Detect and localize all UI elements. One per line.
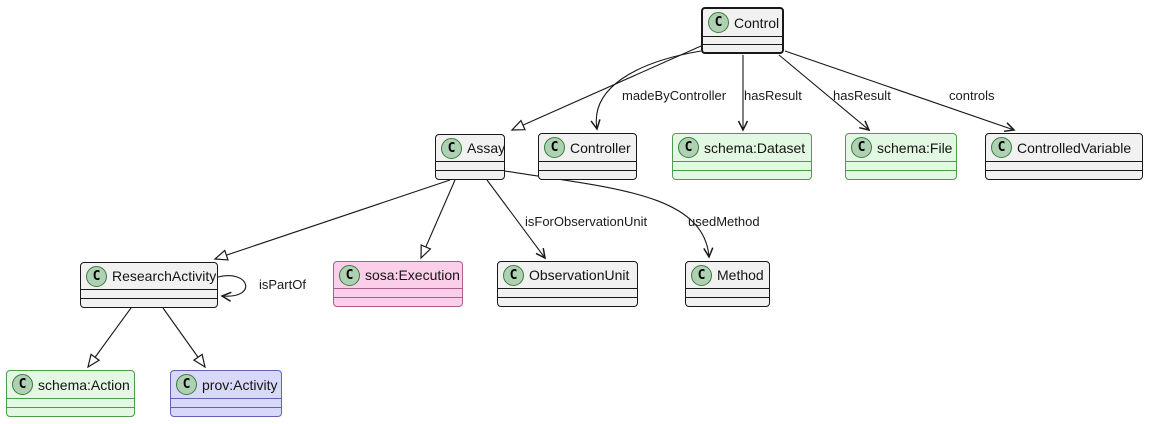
class-sosa-execution: C sosa:Execution [333,261,463,307]
edge-control-to-schema-file-hasresult [778,54,871,132]
class-schema-action: C schema:Action [6,370,135,417]
class-header: C ControlledVariable [986,134,1142,161]
edge-label-controls: controls [949,88,995,103]
methods-compartment [539,170,636,179]
methods-compartment [986,170,1142,179]
class-c-icon: C [441,137,462,159]
class-header: C sosa:Execution [334,262,462,288]
methods-compartment [703,44,782,52]
class-header: C prov:Activity [171,371,281,398]
class-observationunit: C ObservationUnit [497,261,638,307]
class-name: prov:Activity [202,376,278,393]
edge-label-usedmethod: usedMethod [688,214,760,229]
class-controller: C Controller [538,133,637,180]
attributes-compartment [498,288,637,297]
class-header: C Controller [539,134,636,161]
class-header: C Method [686,262,769,288]
edge-label-ispartof: isPartOf [259,277,306,292]
edge-researchactivity-to-prov-activity-generalization [162,307,206,369]
class-header: C schema:Dataset [673,134,811,161]
class-control: C Control [701,7,784,54]
class-researchactivity: C ResearchActivity [80,262,218,308]
class-header: C Control [703,9,782,36]
attributes-compartment [436,161,504,170]
class-name: Control [734,14,780,31]
edge-label-madebycontroller: madeByController [622,88,727,103]
edge-assay-to-sosa-execution-generalization [420,179,456,260]
class-header: C schema:File [846,134,956,161]
class-c-icon: C [991,137,1012,158]
class-name: Controller [570,139,631,156]
class-name: Method [717,267,764,283]
methods-compartment [7,407,134,416]
attributes-compartment [703,36,782,44]
class-schema-dataset: C schema:Dataset [672,133,812,180]
attributes-compartment [81,289,217,298]
attributes-compartment [986,161,1142,170]
methods-compartment [81,298,217,307]
edge-label-hasresult-dataset: hasResult [744,88,802,103]
class-schema-file: C schema:File [845,133,957,180]
class-c-icon: C [503,264,524,286]
class-c-icon: C [86,265,107,287]
class-name: schema:Action [38,376,130,393]
edge-label-isforobservationunit: isForObservationUnit [525,214,648,229]
methods-compartment [673,170,811,179]
attributes-compartment [846,161,956,170]
methods-compartment [436,170,504,179]
class-c-icon: C [12,374,33,395]
class-prov-activity: C prov:Activity [170,370,282,417]
attributes-compartment [673,161,811,170]
attributes-compartment [7,398,134,407]
attributes-compartment [171,398,281,407]
methods-compartment [686,297,769,306]
class-method: C Method [685,261,770,307]
attributes-compartment [539,161,636,170]
class-header: C schema:Action [7,371,134,398]
class-c-icon: C [851,137,872,158]
class-c-icon: C [678,137,699,158]
class-c-icon: C [708,12,729,33]
class-c-icon: C [544,137,565,158]
class-name: sosa:Execution [365,267,460,283]
class-name: schema:File [877,139,953,156]
class-name: ResearchActivity [112,268,217,284]
class-name: ObservationUnit [529,267,630,283]
class-header: C Assay [436,135,506,161]
edge-researchactivity-ispartof-self-loop [217,275,247,302]
edge-control-to-controller-madebycontroller [590,50,702,131]
class-c-icon: C [176,374,197,395]
methods-compartment [334,297,462,306]
edge-control-to-assay-generalization [510,45,702,131]
class-c-icon: C [691,264,712,286]
methods-compartment [846,170,956,179]
edge-researchactivity-to-schema-action-generalization [87,307,132,369]
class-c-icon: C [339,264,360,286]
methods-compartment [171,407,281,416]
class-name: Assay [467,140,506,156]
class-header: C ObservationUnit [498,262,637,288]
methods-compartment [498,297,637,306]
edge-assay-to-researchactivity-generalization [213,179,451,261]
class-name: schema:Dataset [704,139,806,156]
edge-label-hasresult-file: hasResult [833,88,891,103]
edge-assay-to-observationunit-isforobservationunit [486,179,547,260]
attributes-compartment [686,288,769,297]
class-assay: C Assay [435,134,505,180]
class-header: C ResearchActivity [81,263,217,289]
class-name: ControlledVariable [1017,139,1132,156]
class-controlledvariable: C ControlledVariable [985,133,1143,180]
edge-control-to-controlledvariable-controls [784,50,1016,133]
attributes-compartment [334,288,462,297]
